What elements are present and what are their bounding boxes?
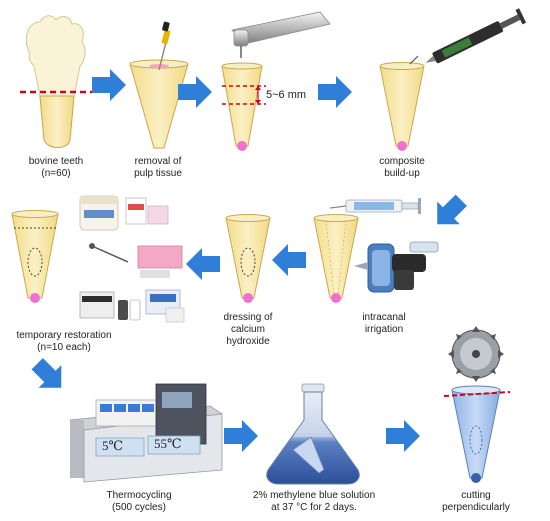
step-label-bovine-teeth: bovine teeth (n=60) [16, 156, 96, 180]
step-label-removal: removal of pulp tissue [118, 156, 198, 180]
dressing-tooth-illustration [225, 214, 271, 303]
step-label-dressing: dressing of calcium hydroxide [208, 312, 288, 348]
dental-handpiece-illustration [231, 11, 331, 58]
label-line: (n=60) [41, 168, 71, 179]
irrigation-syringe-illustration [329, 198, 421, 214]
arrow-right-icon [318, 76, 352, 108]
arrow-left-icon [186, 248, 220, 280]
step-label-irrigation: intracanal irrigation [344, 312, 424, 336]
step-label-methylene: 2% methylene blue solution at 37 °C for … [248, 490, 380, 514]
step-label-composite: composite build-up [360, 156, 444, 180]
bath-temp-hot: 55℃ [154, 436, 182, 451]
label-line: hydroxide [226, 336, 270, 347]
label-line: irrigation [364, 324, 404, 335]
bath-temp-cold: 5℃ [102, 438, 124, 453]
label-line: pulp tissue [134, 168, 182, 179]
step-label-cutting: cutting perpendicularly [434, 490, 518, 514]
circular-saw-icon [448, 326, 504, 382]
label-line: intracanal [362, 312, 406, 323]
step-label-thermocycling: Thermocycling (500 cycles) [84, 490, 194, 514]
label-line: bovine teeth [28, 156, 84, 167]
label-line: cutting [461, 490, 491, 501]
composite-syringe-illustration [425, 8, 527, 64]
label-line: calcium [231, 324, 265, 335]
dimension-label: 5~6 mm [266, 89, 307, 101]
cut-line [443, 391, 511, 397]
restoration-materials-collage [79, 195, 185, 323]
label-line: dressing of [223, 312, 273, 323]
label-line: (500 cycles) [112, 502, 166, 513]
label-line: removal of [134, 156, 182, 167]
label-line: 2% methylene blue solution [252, 490, 376, 501]
file-instrument [158, 41, 167, 71]
arrow-left-icon [272, 244, 306, 276]
label-line: Thermocycling [106, 490, 172, 501]
prepared-tooth-illustration [221, 62, 266, 151]
arrow-down-left-icon [425, 188, 473, 236]
cutting-tooth-illustration [443, 385, 511, 483]
label-line: at 37 °C for 2 days. [271, 502, 357, 513]
arrow-down-right-icon [25, 352, 73, 400]
thermocycling-machine-illustration [68, 383, 224, 483]
irrigation-device-illustration [354, 241, 439, 293]
label-line: composite [379, 156, 425, 167]
temporary-restoration-tooth-illustration [11, 210, 59, 303]
methylene-blue-flask-illustration [266, 383, 360, 485]
step-label-temporary: temporary restoration (n=10 each) [0, 330, 128, 354]
composite-tooth-illustration [379, 62, 425, 151]
label-line: perpendicularly [442, 502, 510, 513]
arrow-right-icon [224, 420, 258, 452]
label-line: build-up [384, 168, 420, 179]
pulp-removal-illustration [129, 21, 189, 149]
bovine-tooth-illustration [20, 15, 92, 148]
arrow-right-icon [386, 420, 420, 452]
label-line: (n=10 each) [37, 342, 91, 353]
irrigation-tooth-illustration [313, 214, 359, 303]
label-line: temporary restoration [16, 330, 112, 341]
arrow-right-icon [92, 69, 126, 101]
